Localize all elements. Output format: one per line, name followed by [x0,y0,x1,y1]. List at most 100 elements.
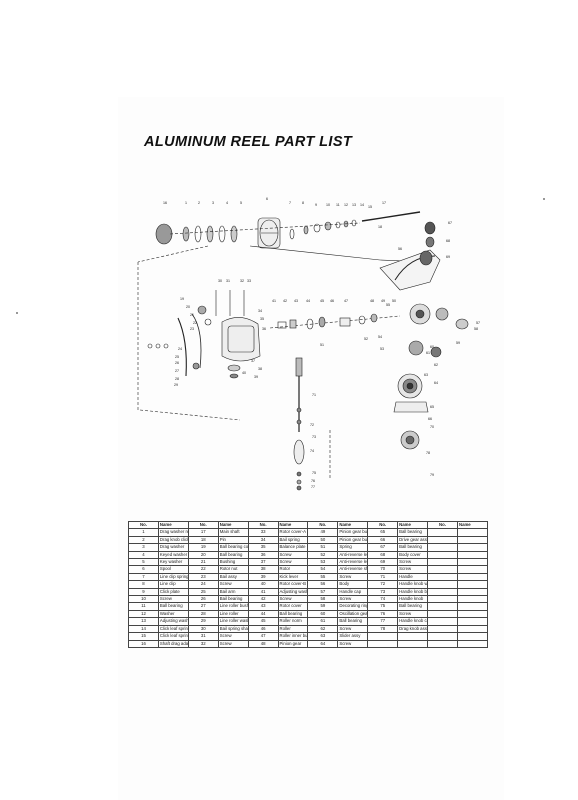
header-no: No. [187,520,219,530]
part-name: Anti-reverse shaft [337,565,369,574]
diagram-callout-number: 19 [180,297,184,301]
part-number: 28 [187,609,219,619]
part-number: 65 [367,528,399,537]
diagram-callout-number: 74 [310,449,314,453]
diagram-callout-number: 71 [312,393,316,397]
part-name [456,572,489,582]
part-number: 49 [307,528,339,537]
part-name: Adjusting washer-B [277,587,309,597]
part-number: 10 [128,595,159,604]
diagram-callout-number: 14 [360,203,364,207]
diagram-callout-number: 41 [272,299,276,303]
diagram-callout-number: 29 [174,383,178,387]
part-number: 70 [367,565,399,574]
part-name [456,587,489,597]
diagram-callout-number: 9 [315,203,317,207]
diagram-callout-number: 2 [198,201,200,205]
diagram-callout-number: 15 [368,205,372,209]
part-number: 13 [128,617,159,626]
part-name: Kick lever [277,572,309,582]
part-number: 55 [307,572,339,582]
diagram-callout-number: 48 [370,299,374,303]
part-number: 50 [307,535,339,545]
part-number: 75 [367,602,399,611]
part-name: Pin [217,535,249,545]
part-number: 64 [307,639,339,648]
diagram-callout-number: 79 [430,473,434,477]
part-name: Screw [337,624,369,634]
part-name: Ball bearing [217,550,249,560]
part-name: Oscillation gear [337,609,369,619]
part-number: 26 [187,595,219,604]
diagram-callout-number: 73 [312,435,316,439]
part-name: Line clip [157,580,189,589]
diagram-callout-number: 65 [430,405,434,409]
part-name: Line roller bushing [217,602,249,611]
diagram-callout-number: 55 [386,303,390,307]
part-name: Click leaf spring [157,632,189,641]
part-name: Screw [397,609,429,619]
diagram-callout-number: 7 [289,201,291,205]
header-name: Name [456,520,489,530]
diagram-callout-number: 39 [254,375,258,379]
diagram-callout-number: 11 [336,203,340,207]
part-name: Bail assy [217,572,249,582]
part-number [427,558,458,567]
part-number: 30 [187,624,219,634]
part-name: Screw [277,595,309,604]
part-name: Pinion gear bushing-B [337,535,369,545]
part-name: Handle cap [337,587,369,597]
part-name: Balance plate [277,543,309,552]
part-name [456,632,489,641]
part-name [456,580,489,589]
part-number: 31 [187,632,219,641]
part-number: 52 [307,550,339,560]
header-no: No. [247,520,279,530]
part-number: 66 [367,535,399,545]
part-name: Decorating ring [337,602,369,611]
document-page [118,97,504,800]
part-name [397,632,429,641]
diagram-callout-number: 40 [242,371,246,375]
part-name: Bail spring shaft [217,624,249,634]
diagram-callout-number: 27 [175,369,179,373]
diagram-callout-number: 42 [283,299,287,303]
part-number: 41 [247,587,279,597]
diagram-callout-number: 10 [326,203,330,207]
diagram-callout-number: 18 [378,225,382,229]
diagram-callout-number: 75 [312,471,316,475]
diagram-callout-number: 56 [398,247,402,251]
part-number: 32 [187,639,219,648]
diagram-callout-number: 47 [344,299,348,303]
part-number: 22 [187,565,219,574]
diagram-callout-number: 45 [320,299,324,303]
diagram-callout-number: 76 [311,479,315,483]
part-name: Main shaft [217,528,249,537]
part-number [427,572,458,582]
diagram-callout-number: 67 [448,221,452,225]
part-name: Rotor cover-B [277,580,309,589]
header-no: No. [367,520,399,530]
diagram-callout-number: 25 [175,355,179,359]
part-number [427,543,458,552]
part-number: 78 [367,624,399,634]
part-name: Screw [397,565,429,574]
part-name [456,609,489,619]
part-name: Adjusting washer-A [157,617,189,626]
part-name: Line clip spring [157,572,189,582]
diagram-callout-number: 28 [175,377,179,381]
diagram-callout-number: 77 [311,485,315,489]
part-name: Spring [337,543,369,552]
part-number: 29 [187,617,219,626]
diagram-callout-number: 53 [380,347,384,351]
part-name: Anti-reverse lever [337,558,369,567]
diagram-callout-number: 8 [302,201,304,205]
part-name: Line roller [217,609,249,619]
diagram-callout-number: 36 [262,327,266,331]
part-name [456,528,489,537]
